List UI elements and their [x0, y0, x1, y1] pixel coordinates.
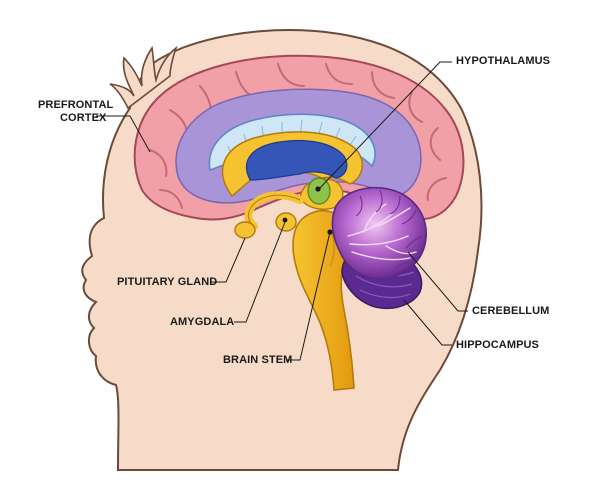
- fornix-outline: [247, 194, 301, 227]
- label-prefrontal-line-2: CORTEX: [60, 112, 107, 124]
- label-pituitary-gland: PITUITARY GLAND: [117, 276, 218, 288]
- brain-stem-fold: [329, 233, 335, 267]
- leader-hippocampus: [403, 299, 452, 346]
- lateral-ventricle: [245, 139, 348, 181]
- amygdala-marker: [282, 217, 288, 223]
- pituitary-gland: [234, 221, 256, 239]
- label-brain-stem: BRAIN STEM: [223, 354, 293, 366]
- hypothalamus-marker: [315, 186, 321, 192]
- leader-prefrontal: [96, 115, 151, 153]
- cerebellum: [331, 186, 427, 280]
- label-prefrontal-line-1: PREFRONTAL: [38, 99, 114, 111]
- label-amygdala: AMYGDALA: [170, 316, 235, 328]
- leader-brainstem: [286, 231, 331, 361]
- label-hippocampus: HIPPOCAMPUS: [456, 339, 539, 351]
- leader-pituitary: [210, 237, 246, 283]
- hair-tuft: [109, 45, 178, 110]
- leader-hypothalamus: [318, 61, 452, 190]
- label-prefrontal-cortex: PREFRONTAL CORTEX: [38, 99, 113, 125]
- leader-amygdala: [234, 221, 286, 323]
- cerebellum-arbor: [347, 203, 417, 261]
- label-cerebellum: CEREBELLUM: [472, 305, 550, 317]
- label-hypothalamus: HYPOTHALAMUS: [456, 55, 551, 67]
- leader-cerebellum: [407, 251, 468, 312]
- cerebellum-lobules: [355, 189, 423, 269]
- leader-lines: [96, 61, 468, 361]
